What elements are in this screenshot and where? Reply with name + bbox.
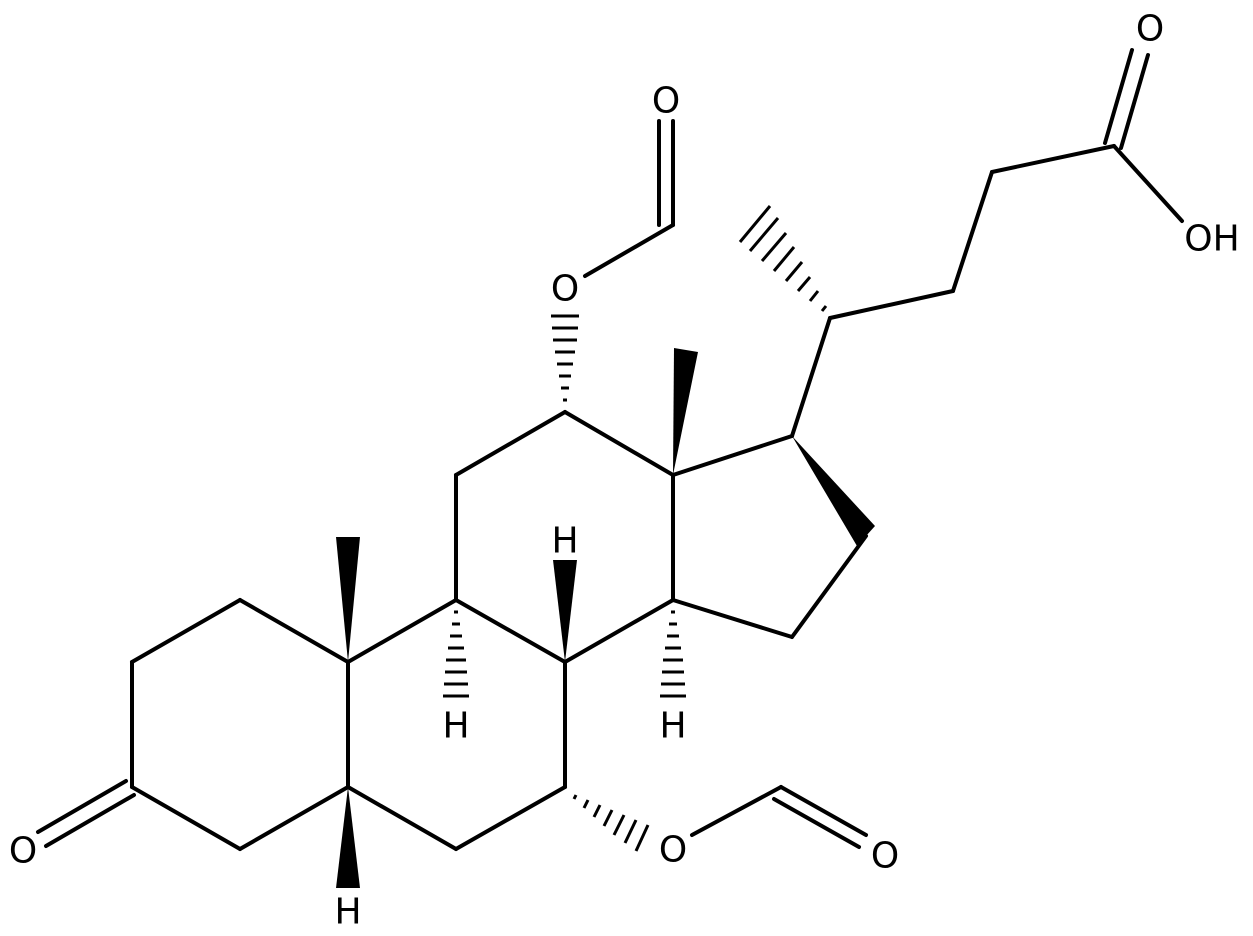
side-chain-bonds (790, 144, 1184, 438)
ring-b-bonds (346, 598, 567, 851)
c5-h-wedge (336, 787, 360, 888)
formyl12-ester-oxygen-label: O (551, 269, 579, 310)
c5-hydrogen-label: H (334, 892, 361, 933)
atom-labels: O O O OH H H H O H O O (9, 9, 1240, 933)
c17-ring-wedge (792, 436, 875, 546)
ring-a-bonds (130, 598, 350, 851)
wedge-bonds (336, 348, 875, 888)
c9-hydrogen-label: H (442, 706, 469, 747)
formyl12-carbonyl-oxygen-label: O (652, 81, 680, 122)
formate-12-bonds (583, 119, 675, 278)
formyl7-ester-oxygen-label: O (659, 830, 687, 871)
ring-d-bonds (671, 434, 868, 639)
c14-hydrogen-label: H (659, 706, 686, 747)
c7-o-hash (572, 794, 650, 852)
ring-c-bonds (454, 410, 675, 664)
c8-hydrogen-label: H (551, 521, 578, 562)
acid-carbonyl-double-bond (1103, 48, 1150, 150)
formate-7-bonds (690, 785, 868, 849)
c14-h-hash (660, 610, 686, 698)
c10-methyl-wedge (336, 537, 360, 662)
c8-h-wedge (553, 560, 577, 662)
hash-bonds (443, 205, 828, 852)
formyl7-carbonyl-oxygen-label: O (871, 836, 899, 877)
ketone-oxygen-label: O (9, 831, 37, 872)
ketone-double-bond (36, 779, 136, 848)
c12-o-hash (551, 314, 579, 402)
acid-carbonyl-oxygen-label: O (1136, 9, 1164, 50)
c20-methyl-hash (738, 205, 828, 312)
acid-hydroxyl-label: OH (1184, 219, 1239, 260)
c13-methyl-wedge (673, 348, 698, 475)
c9-h-hash (443, 610, 469, 698)
